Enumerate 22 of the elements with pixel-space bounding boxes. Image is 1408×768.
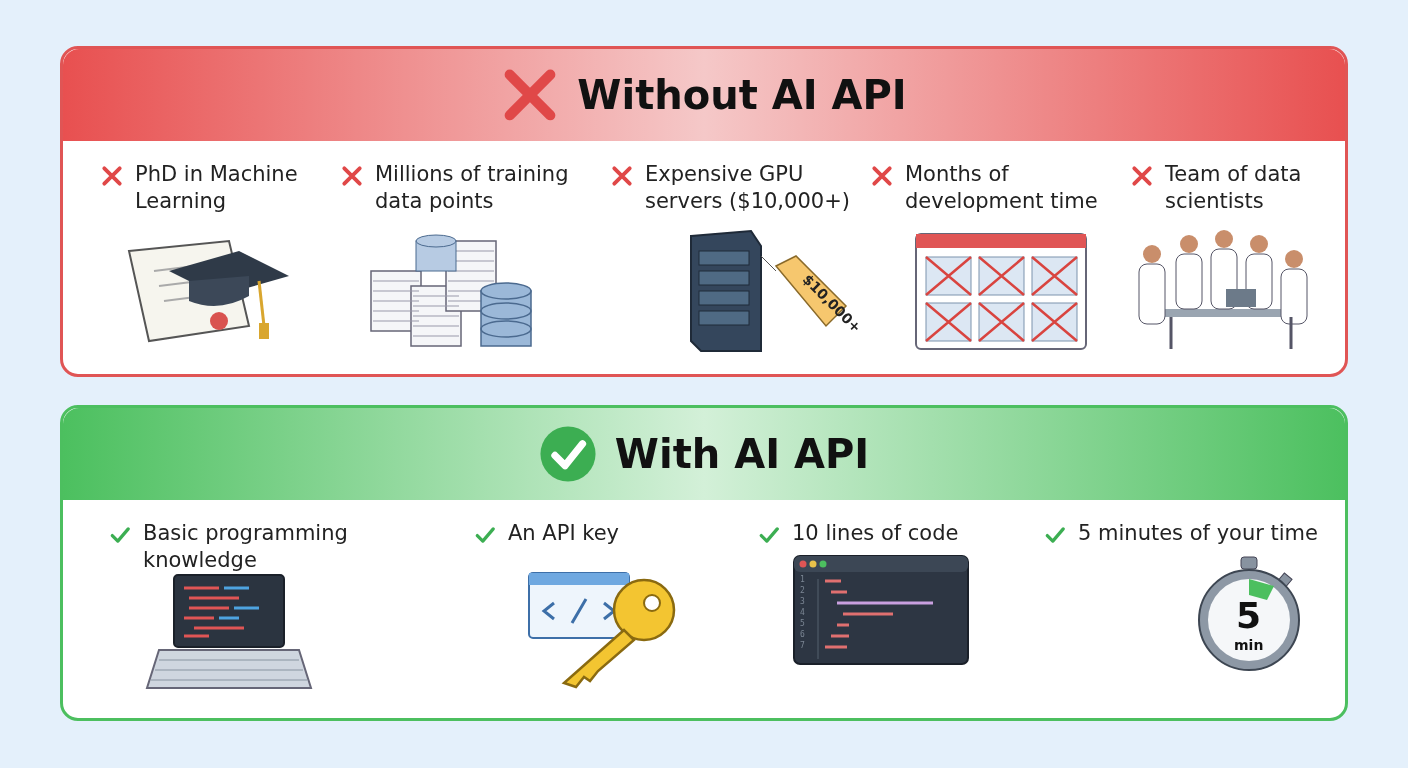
line-number: 5	[800, 619, 805, 628]
panel-title: Without AI API	[577, 72, 907, 118]
timer-text: min	[1234, 637, 1264, 653]
item-text: Basic programming knowledge	[143, 520, 349, 574]
item-text: Team of data scientists	[1165, 161, 1303, 215]
panel-title: With AI API	[614, 431, 870, 477]
comparison-panel	[60, 46, 1348, 377]
item-text: Months of development time	[905, 161, 1099, 215]
item-text: 5 minutes of your time	[1078, 520, 1319, 547]
item-text: PhD in Machine Learning	[135, 161, 299, 215]
line-number: 1	[800, 575, 805, 584]
line-number: 7	[800, 641, 805, 650]
timer-text: 5	[1236, 595, 1262, 636]
item-text: Millions of training data points	[375, 161, 570, 215]
item-text: 10 lines of code	[792, 520, 960, 547]
line-number: 6	[800, 630, 805, 639]
comparison-panel	[60, 405, 1348, 721]
item-text: An API key	[508, 520, 620, 547]
line-number: 3	[800, 597, 805, 606]
line-number: 4	[800, 608, 805, 617]
line-number: 2	[800, 586, 805, 595]
item-text: Expensive GPU servers ($10,000+)	[645, 161, 851, 215]
